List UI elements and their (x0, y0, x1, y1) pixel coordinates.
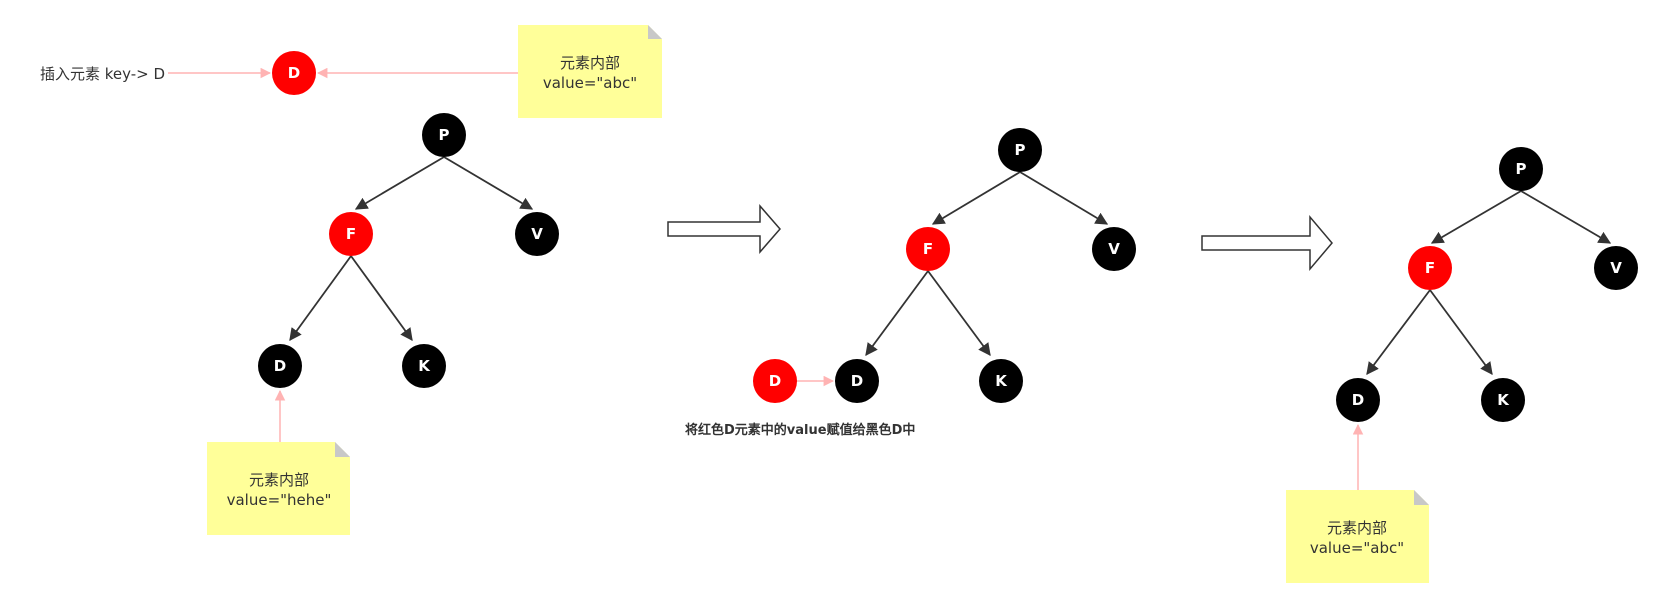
node-d (258, 344, 302, 388)
edge-3-f-k (1429, 289, 1493, 376)
node-3-k-label: K (1497, 391, 1510, 409)
edge-2-p-f (931, 171, 1021, 225)
node-3-v (1594, 246, 1638, 290)
node-3-p (1499, 147, 1543, 191)
note-3-line2: value="abc" (1310, 539, 1404, 557)
node-2-p-label: P (1015, 141, 1026, 159)
edge-2-f-k (927, 270, 991, 357)
transition-arrow-2 (1201, 214, 1333, 272)
tree-1: P F V D K 元素内部 value="hehe" (207, 113, 559, 535)
edge-p-f (354, 156, 445, 210)
node-2-v (1092, 227, 1136, 271)
node-3-p-label: P (1516, 160, 1527, 178)
node-3-d (1336, 378, 1380, 422)
node-k-label: K (418, 357, 431, 375)
node-3-f-label: F (1425, 259, 1435, 277)
insert-label: 插入元素 key-> D (40, 65, 165, 83)
node-p (422, 113, 466, 157)
node-2-red-d (753, 359, 797, 403)
node-2-f (906, 227, 950, 271)
edge-3-p-v (1520, 190, 1612, 244)
note-3: 元素内部 value="abc" (1286, 490, 1429, 583)
edge-p-v (443, 156, 534, 210)
node-2-p (998, 128, 1042, 172)
tree-3: P F V D K 元素内部 value="abc" (1286, 147, 1638, 583)
note-top: 元素内部 value="abc" (518, 25, 662, 118)
node-2-d (835, 359, 879, 403)
node-3-d-label: D (1352, 391, 1364, 409)
note-3-line1: 元素内部 (1327, 519, 1387, 537)
node-k (402, 344, 446, 388)
node-2-f-label: F (923, 240, 933, 258)
edge-3-f-d (1366, 289, 1431, 376)
node-f-label: F (346, 225, 356, 243)
node-3-f (1408, 246, 1452, 290)
transition-arrow-1 (667, 203, 781, 255)
inserted-node-d (272, 51, 316, 95)
edge-3-p-f (1430, 190, 1522, 244)
node-v-label: V (531, 225, 543, 243)
inserted-node-d-label: D (288, 64, 300, 82)
node-2-red-d-label: D (769, 372, 781, 390)
node-p-label: P (439, 126, 450, 144)
edge-2-f-d (865, 270, 929, 357)
edge-2-p-v (1019, 171, 1109, 225)
node-f (329, 212, 373, 256)
edge-f-d (289, 255, 352, 342)
node-v (515, 212, 559, 256)
edge-f-k (350, 255, 413, 342)
node-3-v-label: V (1610, 259, 1622, 277)
tree-2-caption: 将红色D元素中的value赋值给黑色D中 (685, 422, 915, 438)
note-1-line1: 元素内部 (249, 471, 309, 489)
node-2-d-label: D (851, 372, 863, 390)
note-top-line2: value="abc" (543, 74, 637, 92)
tree-2: P F V D K D 将红色D元素中的value赋值给黑色D中 (685, 128, 1136, 438)
node-3-k (1481, 378, 1525, 422)
note-top-line1: 元素内部 (560, 54, 620, 72)
node-2-k-label: K (995, 372, 1008, 390)
note-1-line2: value="hehe" (227, 491, 332, 509)
node-2-k (979, 359, 1023, 403)
node-d-label: D (274, 357, 286, 375)
node-2-v-label: V (1108, 240, 1120, 258)
note-1: 元素内部 value="hehe" (207, 442, 350, 535)
